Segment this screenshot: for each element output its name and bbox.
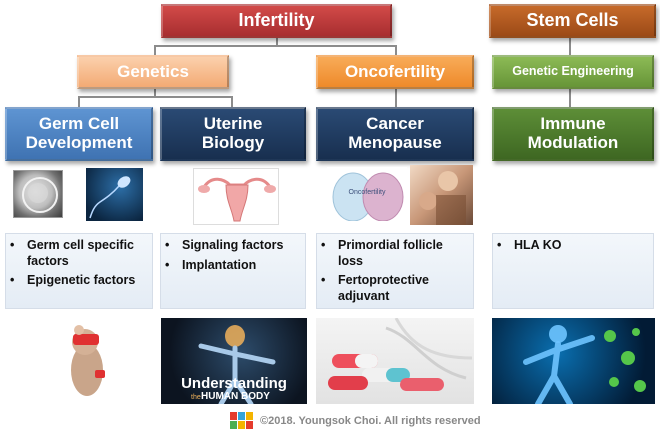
connector-infertility-down (276, 38, 278, 46)
genetic-engineering-label: Genetic Engineering (512, 64, 634, 79)
bullet-item: • Primordial follicle loss (321, 238, 467, 269)
genetics-box[interactable]: Genetics (77, 55, 229, 89)
stem-cells-box[interactable]: Stem Cells (489, 4, 656, 38)
poster-title-the: the (191, 394, 201, 401)
connector-geneng-down (569, 89, 571, 107)
oncofertility-eggs-image: Oncofertility (327, 167, 407, 221)
bullet-item: • Signaling factors (165, 238, 299, 254)
bullet-item: • Epigenetic factors (10, 273, 146, 289)
bullet-list-immune: • HLA KO (492, 233, 654, 309)
bullet-text: HLA KO (514, 238, 562, 252)
uterus-image (193, 168, 279, 225)
bullet-list-cancer: • Primordial follicle loss • Fertoprotectiv… (316, 233, 474, 309)
cancer-menopause-label: Cancer Menopause (348, 114, 442, 152)
egg-cell-image (13, 170, 63, 218)
connector-stem-down (569, 38, 571, 55)
bullet-dot-icon: • (321, 238, 326, 252)
egg-caption: Oncofertility (349, 189, 386, 196)
connector-level3-horizontal (78, 96, 233, 98)
immune-modulation-box[interactable]: Immune Modulation (492, 107, 654, 161)
poster-title-small: HUMAN BODY (201, 391, 270, 402)
bullet-text: Signaling factors (182, 238, 284, 252)
bullet-dot-icon: • (165, 238, 170, 252)
bullet-dot-icon: • (321, 273, 326, 288)
connector-uterine-up (231, 96, 233, 107)
bullet-list-germ-cell: • Germ cell specific factors • Epigenetic f… (5, 233, 153, 309)
immune-body-image (492, 318, 655, 404)
sperm-image (86, 168, 143, 221)
connector-level2-horizontal (154, 45, 397, 47)
infertility-box[interactable]: Infertility (161, 4, 392, 38)
human-body-poster-image: Understanding the HUMAN BODY (161, 318, 307, 404)
poster-title-big: Understanding (181, 375, 287, 392)
bullet-items: • Signaling factors • Implantation (165, 238, 299, 273)
bullet-text: Epigenetic factors (27, 273, 136, 288)
immune-modulation-label: Immune Modulation (527, 114, 619, 152)
bullet-dot-icon: • (10, 273, 15, 288)
menopause-women-image (410, 165, 473, 225)
logo-icon (230, 412, 253, 429)
connector-germcell-up (78, 96, 80, 107)
bullet-text: Germ cell specific factors (27, 238, 135, 268)
footer: ©2018. Youngsok Choi. All rights reserve… (230, 411, 481, 431)
bullet-item: • Fertoprotective adjuvant (321, 273, 467, 304)
pills-dna-image (316, 318, 474, 404)
bullet-text: Fertoprotective adjuvant (338, 273, 429, 303)
connector-genetics-down (154, 89, 156, 97)
mouse-vr-image (59, 318, 114, 404)
cancer-menopause-box[interactable]: Cancer Menopause (316, 107, 474, 161)
uterine-biology-box[interactable]: Uterine Biology (160, 107, 306, 161)
bullet-item: • HLA KO (497, 238, 647, 254)
infertility-label: Infertility (238, 10, 315, 31)
bullet-list-uterine: • Signaling factors • Implantation (160, 233, 306, 309)
connector-oncofertility-up (395, 45, 397, 55)
copyright-text: ©2018. Youngsok Choi. All rights reserve… (260, 415, 481, 427)
bullet-items: • Primordial follicle loss • Fertoprotectiv… (321, 238, 467, 305)
connector-oncofertility-down (395, 89, 397, 107)
bullet-item: • Implantation (165, 258, 299, 274)
oncofertility-label: Oncofertility (344, 61, 446, 81)
bullet-dot-icon: • (10, 238, 15, 252)
uterine-biology-label: Uterine Biology (201, 114, 265, 152)
germ-cell-development-box[interactable]: Germ Cell Development (5, 107, 153, 161)
genetics-label: Genetics (117, 61, 189, 81)
connector-genetics-up (154, 45, 156, 55)
bullet-dot-icon: • (497, 238, 502, 252)
bullet-text: Primordial follicle loss (338, 238, 443, 268)
bullet-text: Implantation (182, 257, 257, 272)
bullet-items: • HLA KO (497, 238, 647, 254)
stem-cells-label: Stem Cells (526, 10, 619, 31)
bullet-item: • Germ cell specific factors (10, 238, 146, 269)
oncofertility-box[interactable]: Oncofertility (316, 55, 474, 89)
genetic-engineering-box[interactable]: Genetic Engineering (492, 55, 654, 89)
bullet-dot-icon: • (165, 257, 170, 272)
germ-cell-development-label: Germ Cell Development (25, 114, 133, 152)
bullet-items: • Germ cell specific factors • Epigenetic f… (10, 238, 146, 289)
